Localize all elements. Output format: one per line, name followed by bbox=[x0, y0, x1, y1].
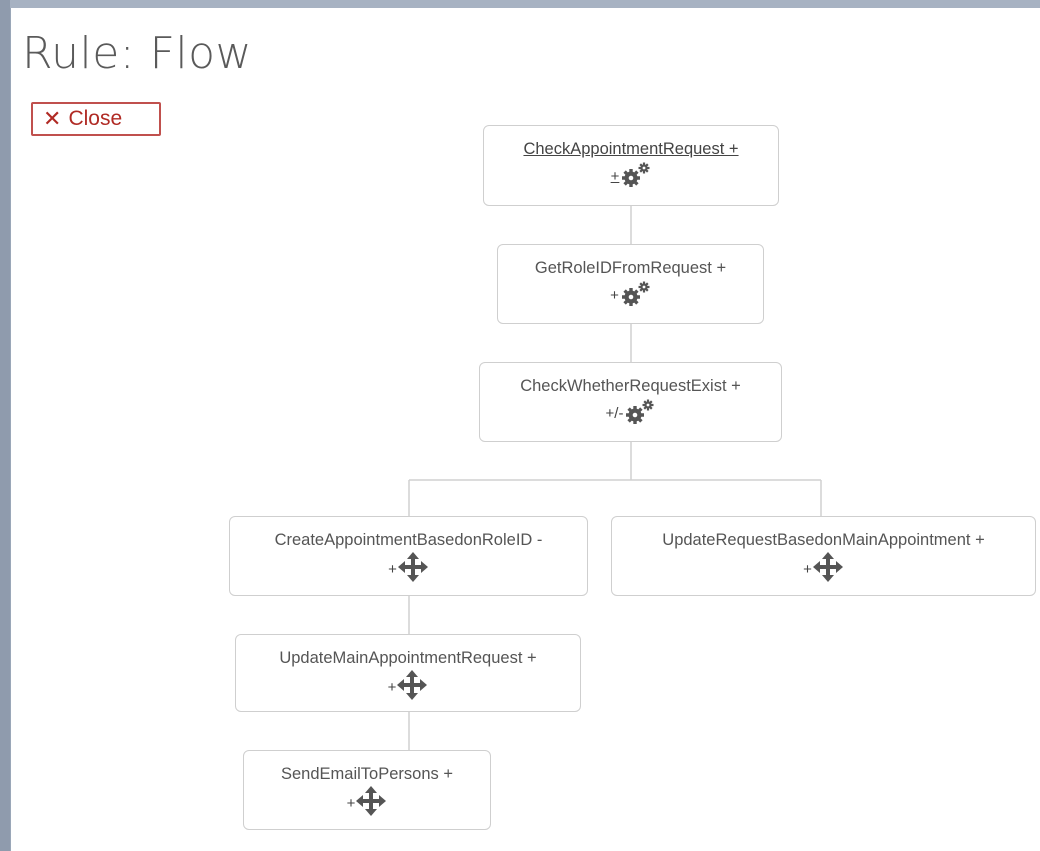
expand-toggle[interactable]: + bbox=[346, 795, 356, 812]
node-label[interactable]: UpdateRequestBasedonMainAppointment + bbox=[662, 531, 985, 549]
flow-node-check-appointment-request[interactable]: CheckAppointmentRequest + + bbox=[483, 125, 779, 206]
expand-toggle[interactable]: + bbox=[388, 561, 397, 578]
move-icon[interactable] bbox=[355, 786, 387, 816]
node-label[interactable]: CheckAppointmentRequest + bbox=[523, 140, 739, 158]
expand-toggle[interactable]: + bbox=[610, 168, 620, 185]
window-frame-left bbox=[0, 0, 10, 851]
node-label[interactable]: CheckWhetherRequestExist + bbox=[520, 377, 741, 395]
flow-node-update-request-basedon-main-appointment[interactable]: UpdateRequestBasedonMainAppointment + + bbox=[611, 516, 1036, 596]
flow-connectors bbox=[408, 206, 822, 750]
close-button[interactable]: ✕ Close bbox=[31, 102, 161, 136]
flow-node-get-role-id-from-request[interactable]: GetRoleIDFromRequest + + bbox=[497, 244, 764, 324]
move-icon[interactable] bbox=[396, 670, 428, 700]
close-button-label: Close bbox=[68, 107, 123, 130]
flow-node-check-whether-request-exist[interactable]: CheckWhetherRequestExist + +/- bbox=[479, 362, 782, 442]
gear-icon[interactable] bbox=[619, 161, 651, 189]
expand-toggle[interactable]: + bbox=[803, 561, 812, 578]
expand-toggle[interactable]: + bbox=[387, 679, 397, 696]
node-label[interactable]: UpdateMainAppointmentRequest + bbox=[279, 649, 537, 667]
gear-icon[interactable] bbox=[619, 280, 651, 308]
move-icon[interactable] bbox=[397, 552, 429, 582]
gear-icon[interactable] bbox=[623, 398, 655, 426]
node-label[interactable]: GetRoleIDFromRequest + bbox=[534, 259, 727, 277]
expand-toggle[interactable]: +/- bbox=[605, 405, 624, 422]
node-label[interactable]: CreateAppointmentBasedonRoleID - bbox=[274, 531, 543, 549]
page-title: Rule: Flow bbox=[22, 28, 253, 79]
window-frame-top bbox=[0, 0, 1040, 8]
flow-node-create-appointment-basedon-role-id[interactable]: CreateAppointmentBasedonRoleID - + bbox=[229, 516, 588, 596]
node-label[interactable]: SendEmailToPersons + bbox=[281, 765, 453, 783]
move-icon[interactable] bbox=[812, 552, 844, 582]
close-icon: ✕ bbox=[43, 106, 62, 131]
flow-node-send-email-to-persons[interactable]: SendEmailToPersons + + bbox=[243, 750, 491, 830]
flow-panel: Rule: Flow ✕ Close CheckAppointmentReque… bbox=[11, 8, 1040, 851]
flow-node-update-main-appointment-request[interactable]: UpdateMainAppointmentRequest + + bbox=[235, 634, 581, 712]
expand-toggle[interactable]: + bbox=[610, 287, 619, 304]
